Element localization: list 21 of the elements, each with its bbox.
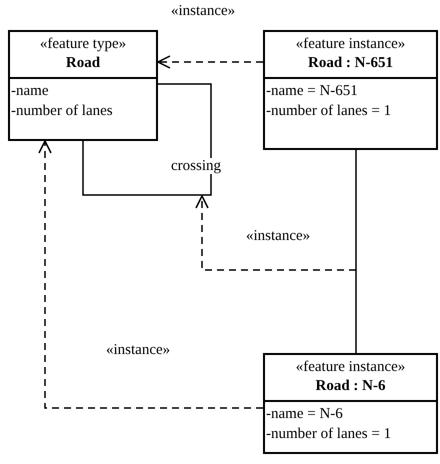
attribute-text: -name = N-6 — [265, 405, 344, 424]
class-box — [263, 30, 438, 150]
attribute-text: -number of lanes — [10, 102, 114, 121]
attribute-text: -name — [10, 82, 50, 101]
stereotype-label: «feature instance» — [294, 358, 406, 377]
dashed-arrow — [157, 55, 263, 69]
dashed-arrow — [195, 195, 356, 271]
attribute-text: -name = N-651 — [265, 82, 359, 101]
attribute-text: -number of lanes = 1 — [265, 425, 392, 444]
stereotype-label: «feature type» — [38, 35, 128, 54]
class-name: Road : N-6 — [314, 377, 386, 396]
class-box — [263, 353, 438, 454]
class-name: Road — [64, 54, 102, 73]
class-name: Road : N-651 — [307, 54, 394, 73]
connector-line — [82, 83, 212, 196]
edge-label: crossing — [170, 158, 222, 174]
class-box — [8, 30, 158, 141]
stereotype-label: «feature instance» — [294, 35, 406, 54]
attribute-text: -number of lanes = 1 — [265, 102, 392, 121]
dashed-arrow — [38, 140, 263, 409]
connector-line — [355, 150, 357, 353]
